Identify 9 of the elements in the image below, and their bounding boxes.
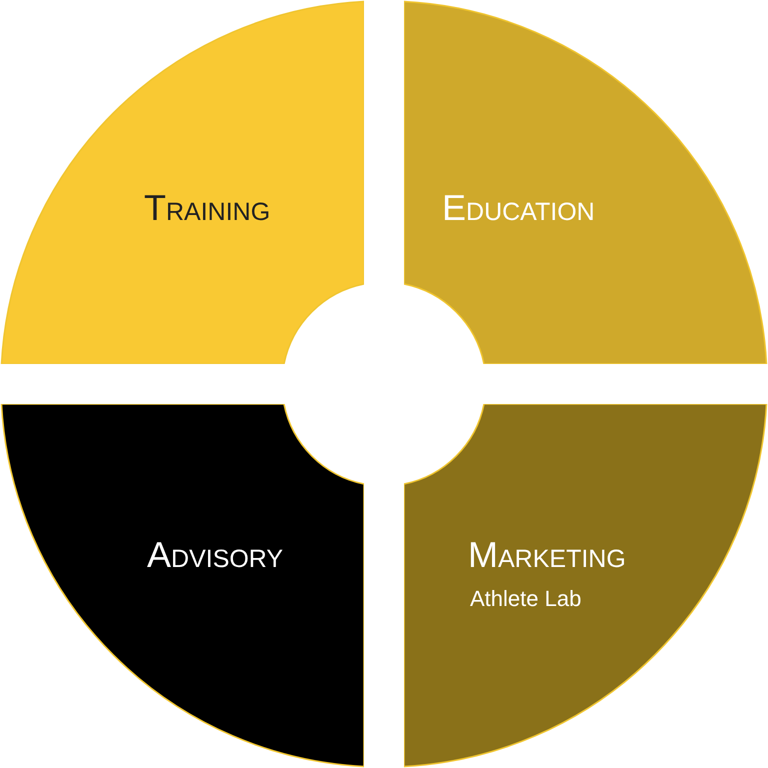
segment-title: ADVISORY xyxy=(147,537,284,573)
quadrant-segment xyxy=(404,404,768,768)
segment-subtitle: Athlete Lab xyxy=(470,588,582,610)
segment-title: MARKETING xyxy=(468,537,626,573)
segment-title: EDUCATION xyxy=(442,190,595,226)
quadrant-segment xyxy=(0,404,364,768)
segment-title: TRAINING xyxy=(144,190,270,226)
quadrant-segment xyxy=(0,0,364,364)
quadrant-segment xyxy=(404,0,768,364)
